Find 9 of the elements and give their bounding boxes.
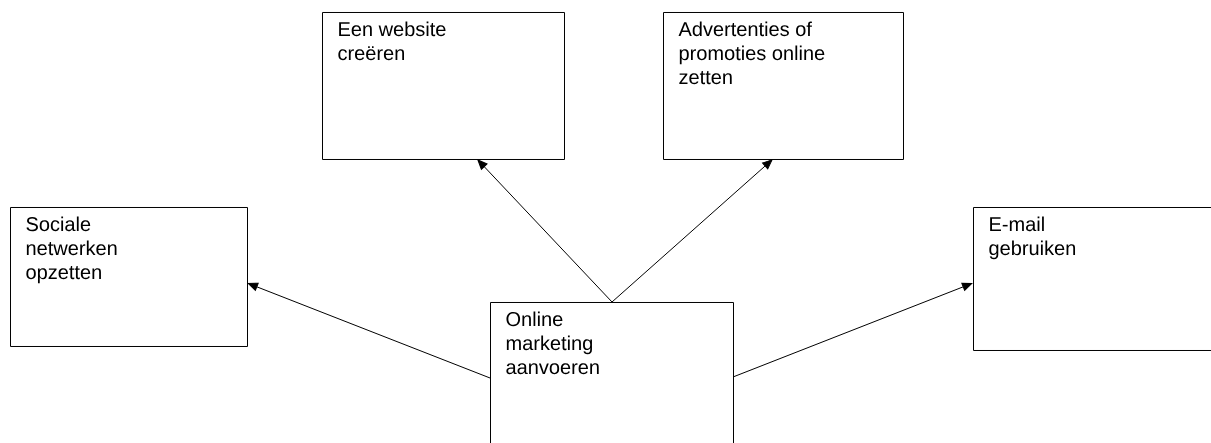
arrow <box>477 159 613 303</box>
text-box: Online marketing aanvoeren <box>490 302 734 443</box>
text-box: E-mail gebruiken <box>973 207 1211 351</box>
text-box: Advertenties of promoties online zetten <box>663 12 904 160</box>
arrow <box>611 159 773 303</box>
text-box: Sociale netwerken opzetten <box>10 207 248 347</box>
arrow <box>247 282 491 379</box>
text-box: Een website creëren <box>322 12 565 160</box>
arrow <box>732 282 973 378</box>
